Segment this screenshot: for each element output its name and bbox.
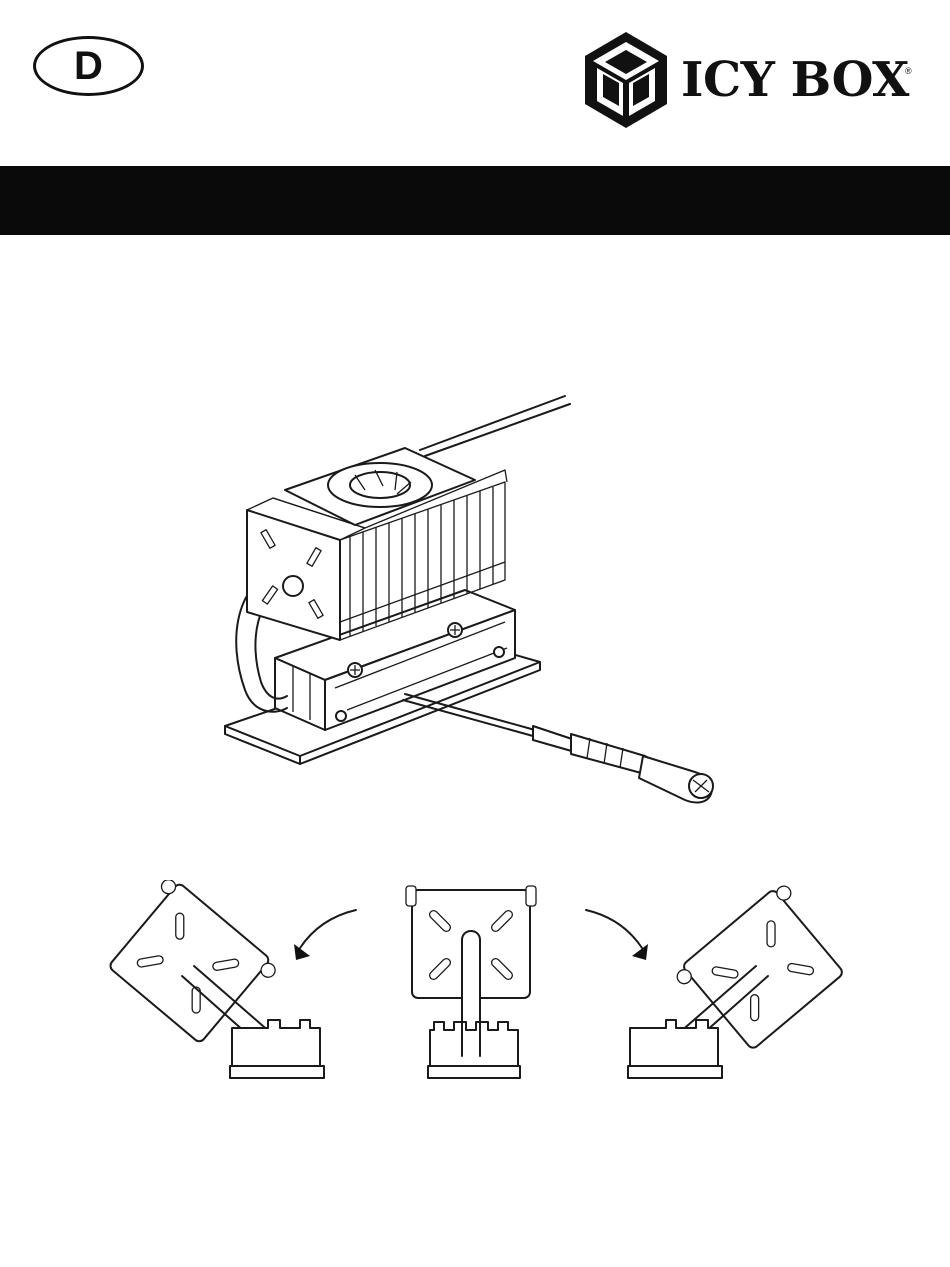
title-bar xyxy=(0,166,950,235)
fan-unit xyxy=(285,448,475,525)
brand-name: ICY BOX xyxy=(681,52,909,108)
upright-view xyxy=(406,886,536,1078)
registered-mark: ® xyxy=(905,66,912,76)
cube-logo-icon xyxy=(583,30,669,130)
rotate-right-view xyxy=(628,881,853,1078)
rotate-right-arrow-icon xyxy=(586,910,648,960)
brand-logo: ICY BOX ® xyxy=(583,30,923,132)
rotate-left-view xyxy=(100,880,324,1078)
background-shaft xyxy=(420,396,570,456)
rotate-left-arrow-icon xyxy=(294,910,356,960)
heatsink-screwdriver-illustration xyxy=(215,390,735,810)
language-badge: D xyxy=(33,36,144,96)
screwdriver xyxy=(403,694,713,802)
rotation-views-illustration xyxy=(100,880,860,1090)
